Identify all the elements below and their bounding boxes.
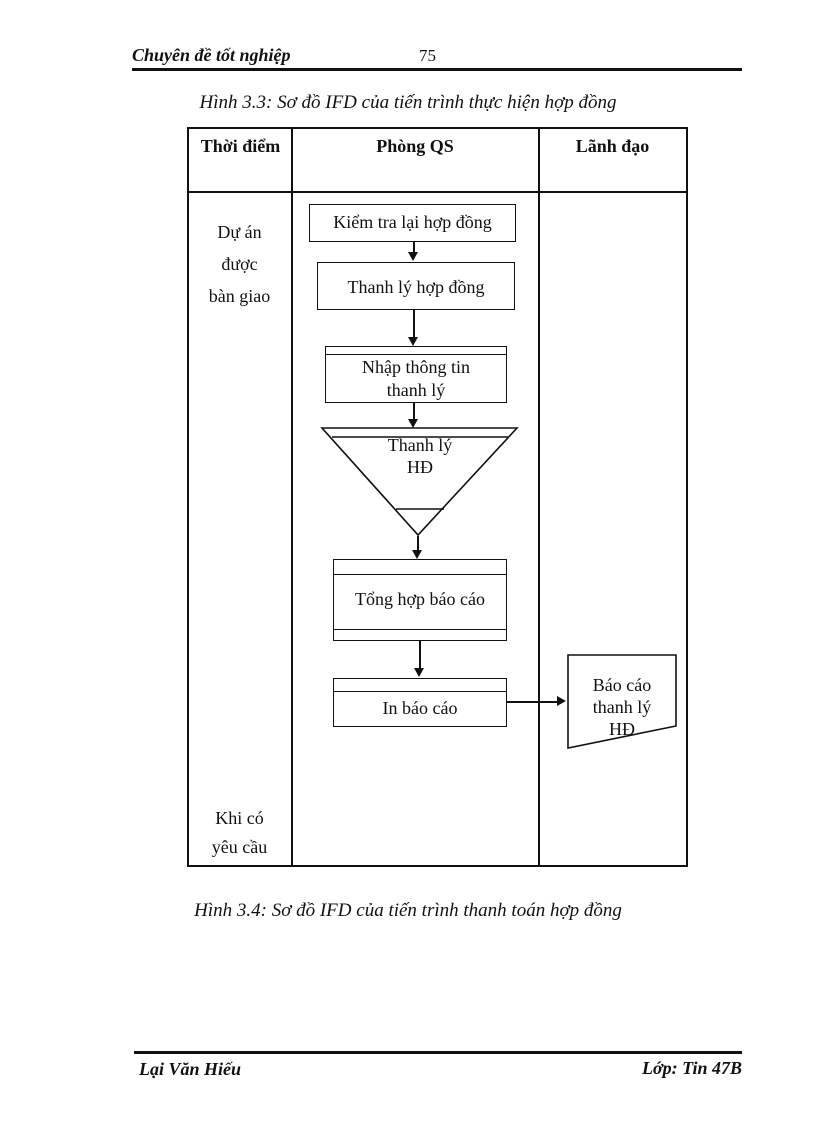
timeline-line: được [221,254,258,274]
arrow-down-icon [408,337,418,346]
footer-rule [134,1051,742,1054]
process-box-label: Tổng hợp báo cáo [355,589,485,609]
label-line: Nhập thông tin [362,357,470,377]
arrow-down-icon [408,252,418,261]
connector-line [413,310,415,337]
figure-3-3-caption: Hình 3.3: Sơ đồ IFD của tiến trình thực … [199,92,617,113]
header-title: Chuyên đề tốt nghiệp [132,45,291,65]
timeline-line: bàn giao [208,286,271,306]
box-inner-rule [326,354,506,356]
box-inner-rule [334,691,506,693]
column-header-lanh-dao: Lãnh đạo [575,136,650,156]
process-box-nhap-thong-tin: Nhập thông tin thanh lý [325,346,507,403]
document-label: Báo cáo thanh lý HĐ [566,674,678,740]
process-box-label: Nhập thông tin thanh lý [326,356,506,402]
box-inner-rule [334,628,506,630]
arrow-down-icon [408,419,418,428]
timeline-line: Dự án [217,222,262,242]
label-line: Báo cáo [592,675,652,695]
connector-line [417,536,419,550]
store-triangle-icon [320,427,519,537]
header-rule [132,68,742,71]
ifd-table: Thời điểm Phòng QS Lãnh đạo [187,127,688,867]
process-box-kiem-tra: Kiểm tra lại hợp đồng [309,204,516,242]
column-divider-1 [291,129,293,865]
column-divider-2 [538,129,540,865]
footer-class: Lớp: Tin 47B [642,1058,742,1078]
connector-line [413,403,415,419]
store-label: Thanh lý HĐ [320,434,520,478]
connector-line [507,701,557,703]
process-box-tong-hop-bao-cao: Tổng hợp báo cáo [333,559,507,641]
label-line: thanh lý [592,697,652,717]
arrow-down-icon [412,550,422,559]
arrow-down-icon [414,668,424,677]
column-header-thoi-diem: Thời điểm [200,136,281,156]
label-line: HĐ [407,457,433,477]
timeline-label-khi-co-yeu-cau: Khi có yêu cầu [187,804,292,862]
label-line: Thanh lý [387,435,453,455]
label-line: HĐ [609,719,635,739]
process-box-label: In báo cáo [382,698,458,718]
process-box-thanh-ly: Thanh lý hợp đồng [317,262,515,310]
connector-line [413,242,415,253]
process-box-in-bao-cao: In báo cáo [333,678,507,727]
footer-author: Lại Văn Hiếu [139,1059,242,1079]
timeline-line: yêu cầu [211,837,268,857]
document-shape-icon [567,654,677,749]
table-header-rule [189,191,686,193]
column-header-phong-qs: Phòng QS [376,136,454,156]
timeline-line: Khi có [215,808,264,828]
label-line: thanh lý [386,380,446,400]
arrow-right-icon [557,696,566,706]
box-inner-rule [334,574,506,576]
figure-3-4-caption: Hình 3.4: Sơ đồ IFD của tiến trình thanh… [194,900,622,921]
timeline-label-du-an-ban-giao: Dự án được bàn giao [187,216,292,312]
page-number: 75 [419,46,436,65]
connector-line [419,641,421,668]
